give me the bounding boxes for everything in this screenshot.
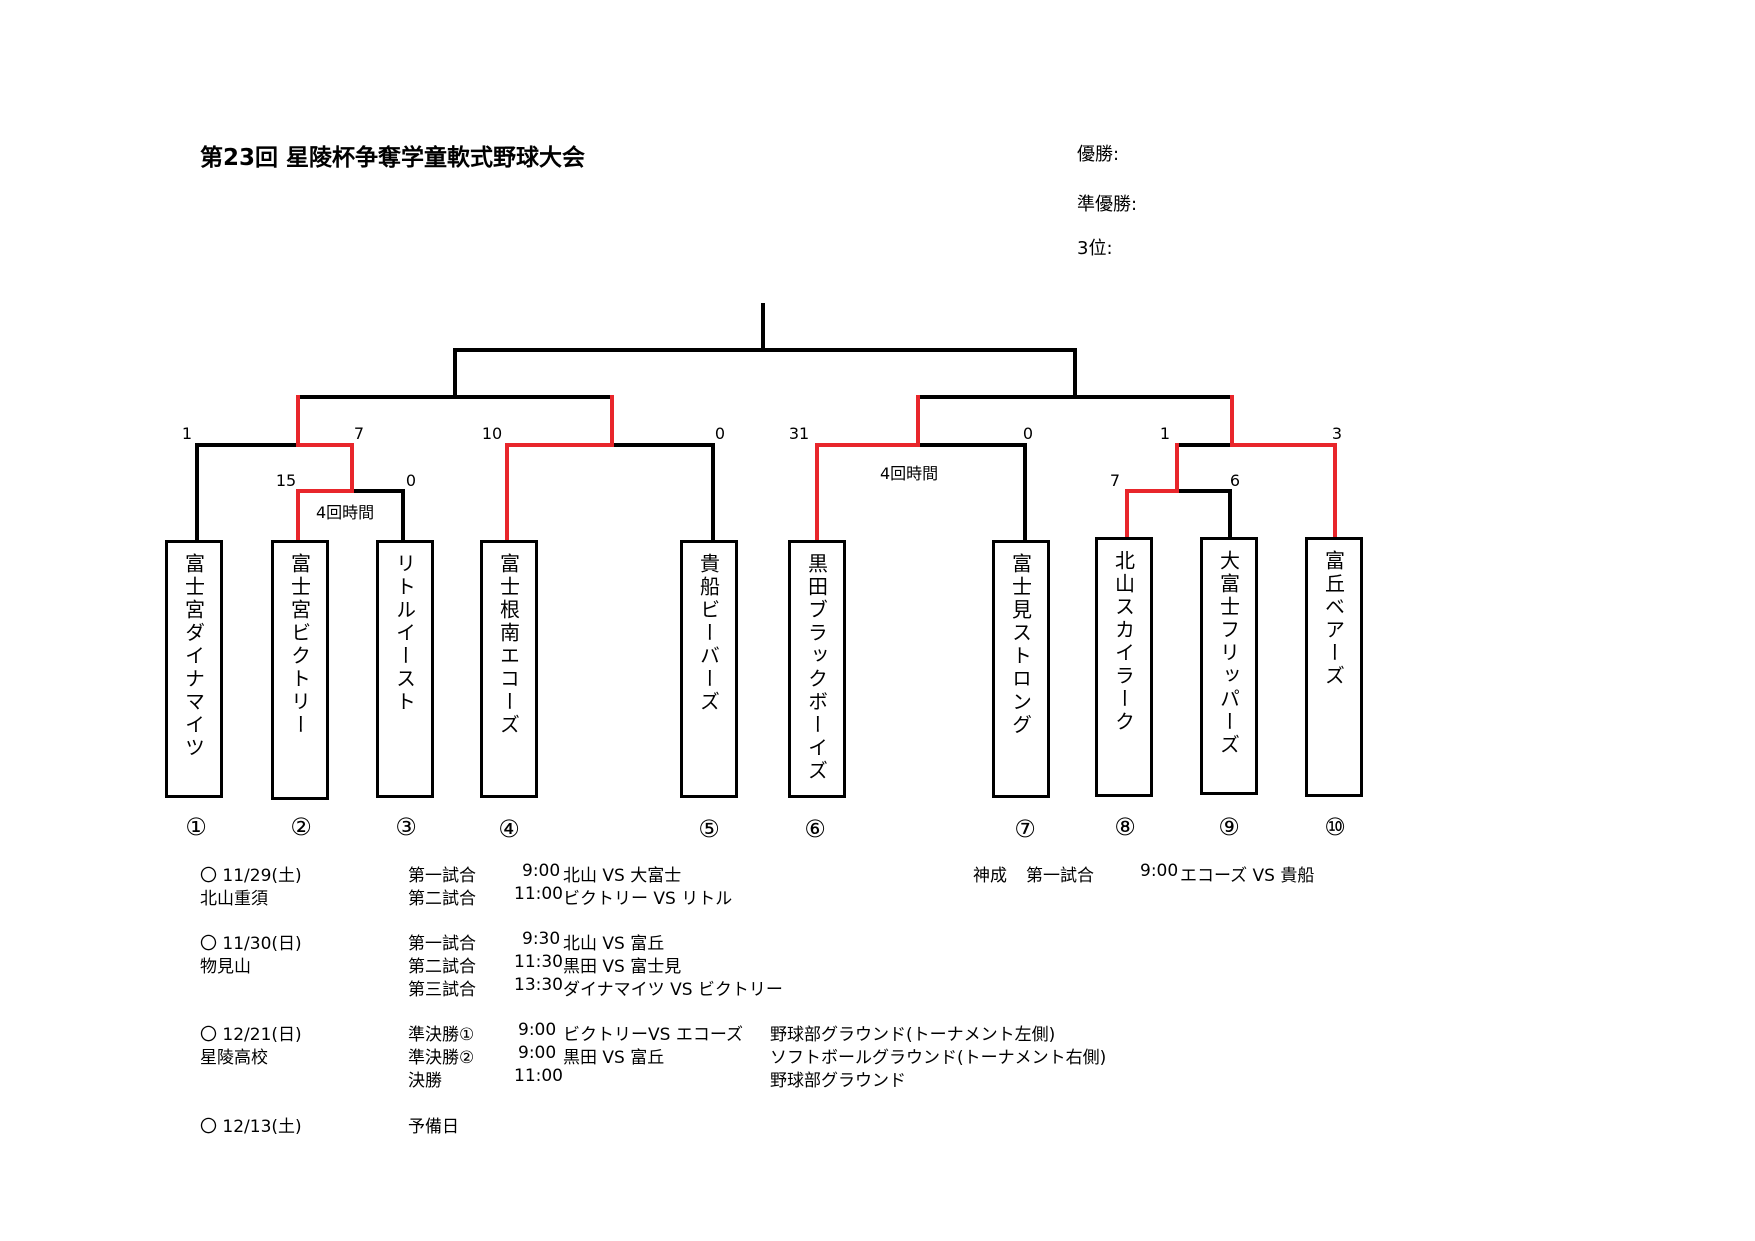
team-box-9: 大富士フリッパーズ xyxy=(1200,537,1258,795)
game-time: 11:00 xyxy=(514,1066,563,1086)
time-limit-note: 4回時間 xyxy=(880,464,939,483)
team-name: 貴船ビーバーズ xyxy=(696,553,721,714)
game-match: 黒田 VS 富士見 xyxy=(563,957,682,977)
team-name: 北山スカイラーク xyxy=(1111,550,1136,734)
team-box-3: リトルイースト xyxy=(376,540,434,798)
score: 0 xyxy=(405,471,417,490)
team-box-4: 富士根南エコーズ xyxy=(480,540,538,798)
game-place: 野球部グラウンド xyxy=(770,1071,906,1091)
team-name: 黒田ブラックボーイズ xyxy=(804,553,829,783)
score: 1 xyxy=(181,424,193,443)
game-match: ダイナマイツ VS ビクトリー xyxy=(563,980,783,1000)
winner-path xyxy=(505,395,614,542)
bracket-line xyxy=(610,443,715,542)
game-time: 11:30 xyxy=(514,952,563,972)
game-time: 9:00 xyxy=(518,1020,557,1040)
team-box-1: 富士宮ダイナマイツ xyxy=(165,540,223,798)
game-match: エコーズ VS 貴船 xyxy=(1180,866,1315,886)
score: 1 xyxy=(1159,424,1171,443)
game-label: 第二試合 xyxy=(408,889,476,909)
bracket-line xyxy=(916,443,1027,542)
team-name: 富丘ベアーズ xyxy=(1321,550,1346,688)
team-number: ⑨ xyxy=(1218,813,1240,841)
page-title: 第23回 星陵杯争奪学童軟式野球大会 xyxy=(200,145,586,171)
team-name: リトルイースト xyxy=(392,553,417,714)
team-box-6: 黒田ブラックボーイズ xyxy=(788,540,846,798)
team-box-7: 富士見ストロング xyxy=(992,540,1050,798)
game-time: 9:00 xyxy=(522,861,561,881)
game-label: 第一試合 xyxy=(408,934,476,954)
champion-label: 優勝: xyxy=(1077,144,1120,165)
score: 7 xyxy=(353,424,365,443)
game-match: 北山 VS 大富士 xyxy=(563,866,682,886)
team-number: ⑥ xyxy=(804,815,826,843)
schedule-date: 〇 12/21(日) xyxy=(200,1025,302,1045)
game-label: 準決勝① xyxy=(408,1025,475,1045)
bracket-line xyxy=(195,443,300,542)
score: 31 xyxy=(788,424,810,443)
team-name: 富士見ストロング xyxy=(1008,553,1033,737)
game-label: 決勝 xyxy=(408,1071,442,1091)
score: 6 xyxy=(1229,471,1241,490)
third-place-label: 3位: xyxy=(1077,238,1113,259)
bracket-line xyxy=(453,303,1077,399)
team-name: 富士根南エコーズ xyxy=(496,553,521,737)
game-place: 野球部グラウンド(トーナメント左側) xyxy=(770,1025,1056,1045)
reserve-day-label: 予備日 xyxy=(408,1117,459,1137)
team-box-8: 北山スカイラーク xyxy=(1095,537,1153,797)
team-box-2: 富士宮ビクトリー xyxy=(271,540,329,800)
game-match: 黒田 VS 富丘 xyxy=(563,1048,665,1068)
score: 7 xyxy=(1109,471,1121,490)
bracket-line xyxy=(350,489,405,542)
schedule-date: 〇 11/29(土) xyxy=(200,866,302,886)
schedule-venue: 星陵高校 xyxy=(200,1048,268,1068)
game-time: 9:00 xyxy=(1140,861,1179,881)
team-name: 富士宮ビクトリー xyxy=(287,553,312,737)
team-number: ⑦ xyxy=(1014,815,1036,843)
game-place: ソフトボールグラウンド(トーナメント右側) xyxy=(770,1048,1107,1068)
game-time: 9:00 xyxy=(518,1043,557,1063)
schedule-venue: 北山重須 xyxy=(200,889,268,909)
team-box-10: 富丘ベアーズ xyxy=(1305,537,1363,797)
game-label: 第二試合 xyxy=(408,957,476,977)
bracket-line xyxy=(1175,489,1232,539)
team-name: 富士宮ダイナマイツ xyxy=(181,553,206,760)
schedule-date: 〇 11/30(日) xyxy=(200,934,302,954)
schedule-date: 〇 12/13(土) xyxy=(200,1117,302,1137)
score: 3 xyxy=(1331,424,1343,443)
winner-path xyxy=(1125,443,1179,539)
score: 15 xyxy=(275,471,297,490)
winner-path xyxy=(296,395,354,542)
runner-up-label: 準優勝: xyxy=(1077,194,1138,215)
score: 0 xyxy=(1022,424,1034,443)
game-match: 北山 VS 富丘 xyxy=(563,934,665,954)
winner-path xyxy=(1230,395,1337,539)
game-time: 9:30 xyxy=(522,929,561,949)
game-match: ビクトリー VS リトル xyxy=(563,889,733,909)
team-number: ⑤ xyxy=(698,815,720,843)
game-label: 第一試合 xyxy=(408,866,476,886)
team-number: ① xyxy=(185,813,207,841)
game-label: 第三試合 xyxy=(408,980,476,1000)
team-number: ⑧ xyxy=(1114,813,1136,841)
game-label: 第一試合 xyxy=(1026,866,1094,886)
time-limit-note: 4回時間 xyxy=(316,503,375,522)
game-match: ビクトリーVS エコーズ xyxy=(563,1025,743,1045)
score: 0 xyxy=(714,424,726,443)
team-number: ⑩ xyxy=(1324,813,1346,841)
winner-path xyxy=(815,395,920,542)
game-time: 13:30 xyxy=(514,975,563,995)
team-name: 大富士フリッパーズ xyxy=(1216,550,1241,757)
team-box-5: 貴船ビーバーズ xyxy=(680,540,738,798)
game-label: 準決勝② xyxy=(408,1048,475,1068)
schedule-venue: 神成 xyxy=(973,866,1007,886)
team-number: ④ xyxy=(498,815,520,843)
team-number: ② xyxy=(290,813,312,841)
score: 10 xyxy=(481,424,503,443)
schedule-venue: 物見山 xyxy=(200,957,251,977)
team-number: ③ xyxy=(395,813,417,841)
game-time: 11:00 xyxy=(514,884,563,904)
